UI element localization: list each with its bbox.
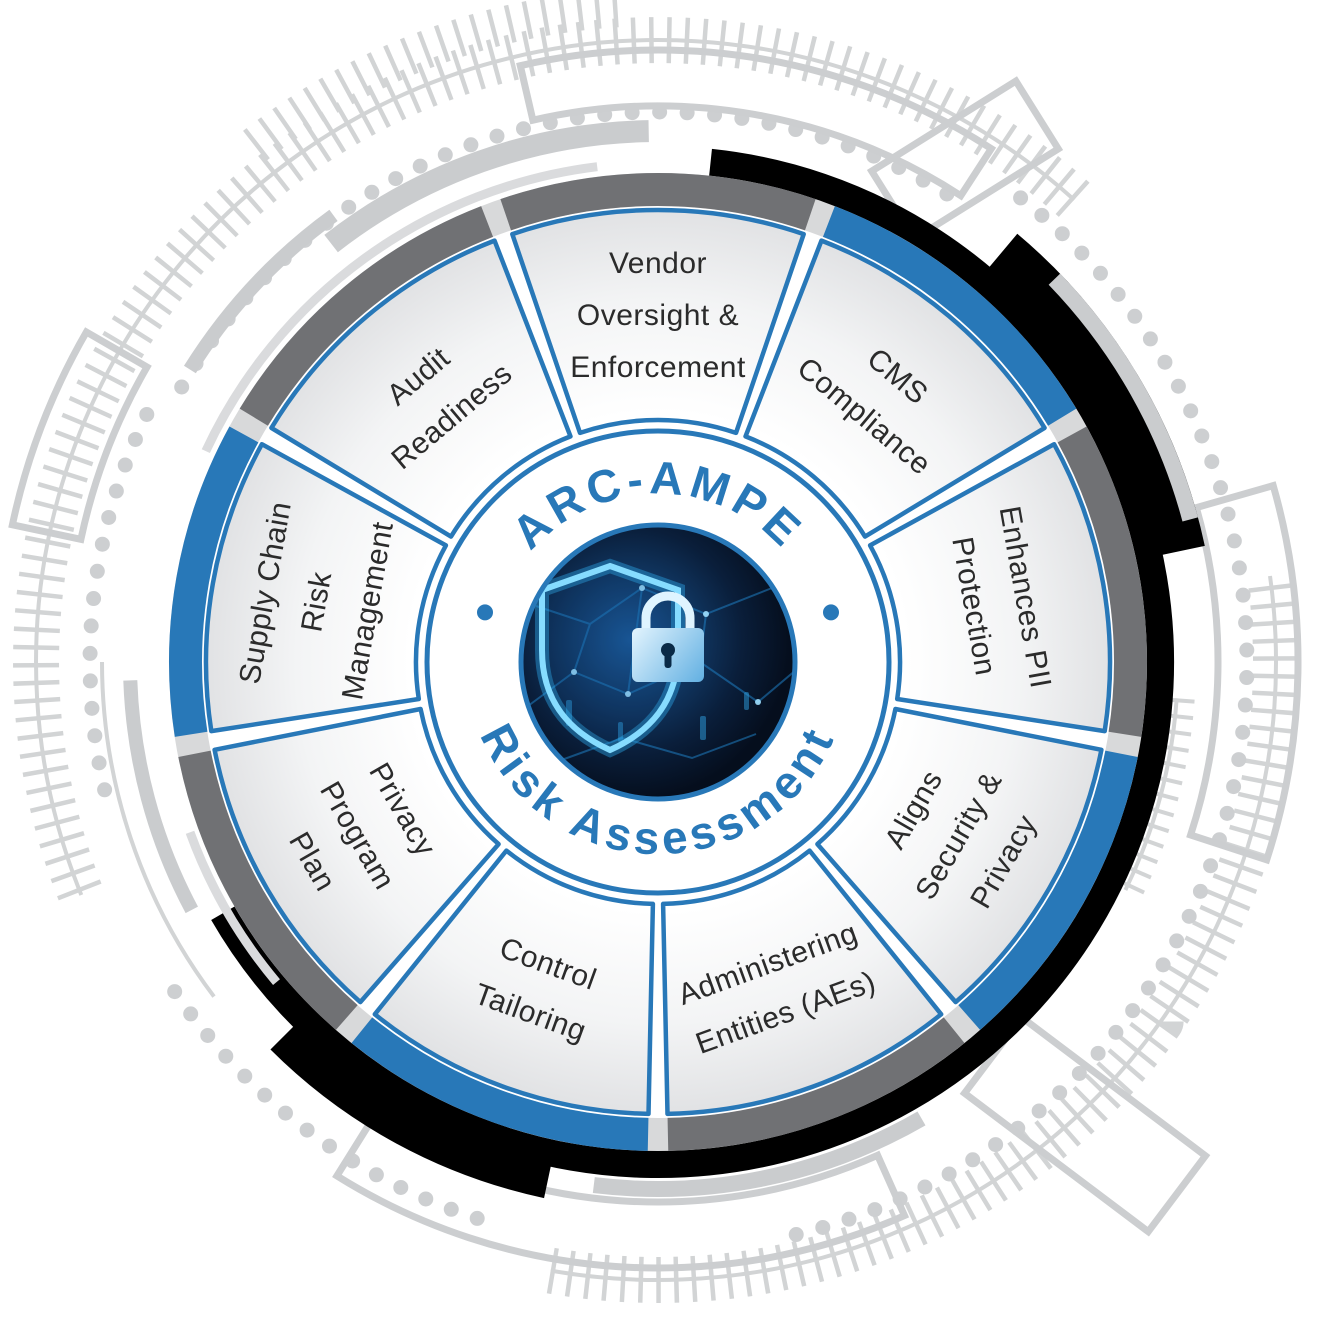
- decor-streak-right: [1048, 273, 1198, 522]
- rim-arc-cms-compliance: [822, 206, 1077, 426]
- rim-arcs: [169, 172, 1147, 1151]
- segment-enhances-pii-protection: [867, 441, 1113, 734]
- rim-arc-aligns-security-privacy: [958, 750, 1138, 1030]
- decor-ruler-top-extra: [243, 0, 625, 161]
- segment-vendor-oversight-enforcement: [510, 207, 806, 436]
- decor-hug-bottomleft: [185, 830, 280, 985]
- rim-arc-vendor-oversight-enforcement: [500, 172, 816, 231]
- rim-arc-administering-entities-aes: [667, 1017, 965, 1151]
- segment-aligns-security-privacy: [815, 706, 1104, 1005]
- decor-dots-right: [773, 190, 1255, 1246]
- decor-bracket-bottomright: [959, 1012, 1211, 1237]
- decor-streak-bottom: [592, 1111, 926, 1197]
- padlock-keyhole: [661, 643, 675, 657]
- black-ring-right-bulge: [987, 233, 1205, 556]
- black-ring-main: [211, 148, 1174, 1179]
- separator-dot-left: [477, 604, 493, 621]
- decor-ruler-right-base: [1123, 698, 1179, 891]
- decor-dots-bottomleft: [165, 981, 485, 1226]
- decor-background: [8, 0, 1302, 1303]
- segment-control-tailoring: [372, 848, 656, 1117]
- segments: [203, 207, 1113, 1117]
- decor-dots-left: [82, 405, 155, 798]
- decor-band-top: [324, 120, 649, 253]
- decor-ruler-topleft-base: [34, 38, 1076, 896]
- rim-arc-privacy-program-plan: [178, 750, 358, 1030]
- rim-arc-audit-readiness: [239, 206, 494, 426]
- segment-privacy-program-plan: [212, 706, 501, 1005]
- decor-over-black: [185, 162, 1198, 1197]
- decor-hug-topleft: [201, 162, 598, 454]
- decor-band-topleft: [183, 209, 338, 374]
- rim-arc-supply-chain-risk-management: [169, 426, 259, 737]
- segment-supply-chain-risk-management: [203, 441, 449, 734]
- decor-bracket-right: [1186, 481, 1302, 865]
- rim-arc-control-tailoring: [351, 1017, 649, 1151]
- rim-arc-enhances-pii-protection: [1057, 426, 1147, 737]
- center-image-border: [518, 522, 798, 802]
- decor-ruler-bottom-base: [550, 575, 1278, 1282]
- separator-dot-right: [823, 604, 839, 621]
- black-ring-bottom-bulge: [270, 1021, 553, 1199]
- decor-thinarc-left: [100, 661, 216, 998]
- center-image: [522, 526, 794, 798]
- black-ring: [211, 148, 1205, 1199]
- segment-audit-readiness: [269, 238, 573, 539]
- decor-band-left: [123, 680, 198, 914]
- decor-bracket-top: [516, 46, 997, 201]
- segment-cms-compliance: [743, 238, 1047, 539]
- decor-bracket-left: [8, 327, 152, 544]
- segment-administering-entities-aes: [660, 848, 944, 1117]
- padlock-shackle: [641, 591, 695, 630]
- decor-bracket-bottom: [332, 1115, 910, 1272]
- shield-lock-icon: [535, 558, 704, 758]
